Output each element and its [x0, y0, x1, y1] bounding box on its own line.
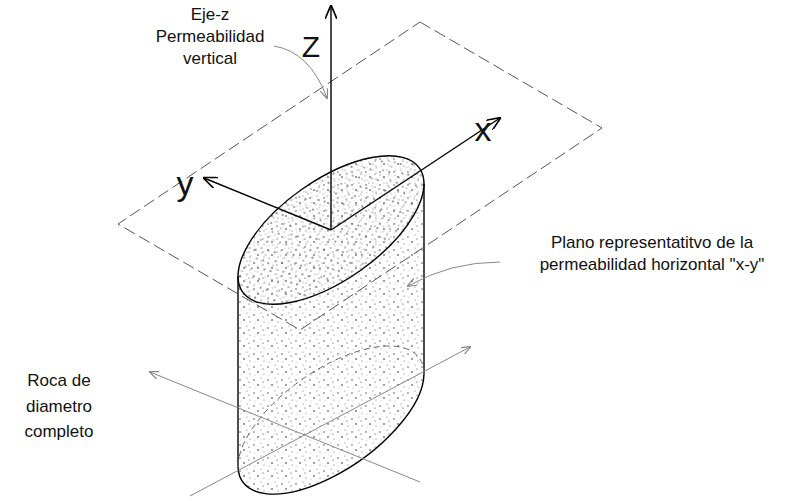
lower-axis	[150, 372, 420, 482]
axis-label: Z	[296, 30, 326, 63]
core-bottom-back	[238, 346, 424, 466]
horizontal-plane	[118, 22, 602, 330]
axis-label: y	[170, 166, 200, 200]
core-side	[237, 276, 238, 466]
y-axis	[204, 178, 331, 230]
core-side	[423, 184, 424, 374]
lower-axis	[190, 347, 470, 496]
leader-line	[408, 262, 500, 286]
callout-label: Roca de diametro completo	[6, 368, 112, 445]
axis-label: x	[468, 112, 498, 146]
core-bottom-front	[238, 374, 424, 494]
callout-label: Plano representatitvo de la permeabilida…	[506, 232, 798, 276]
z-axis	[330, 6, 331, 230]
callout-label: Eje-z Permeabilidad vertical	[148, 4, 272, 70]
